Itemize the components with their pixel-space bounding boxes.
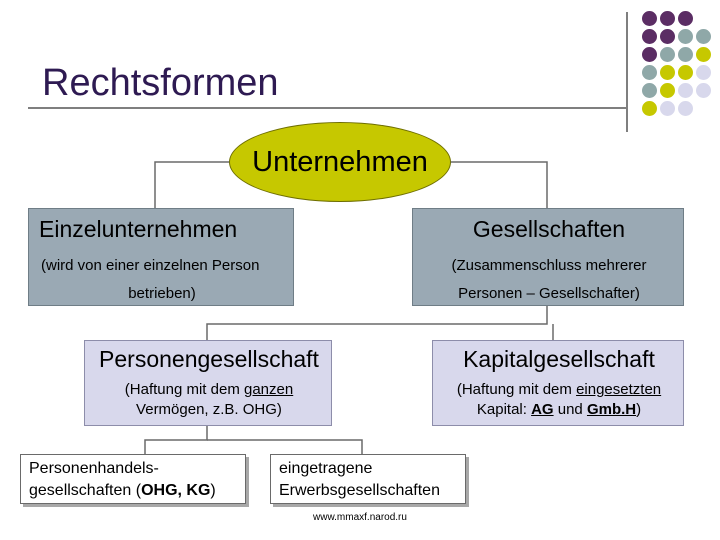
decor-dot [660,101,675,116]
kapital-close: ) [636,401,642,418]
gesell-desc-line2: Personen – Gesellschafter) [458,285,640,302]
handel-line2-suffix: ) [210,482,216,499]
decor-dot [678,47,693,62]
node-personenhandelsgesellschaften: Personenhandels- gesellschaften (OHG, KG… [20,454,246,504]
einzel-desc-line2: betrieben) [128,285,196,302]
decor-dot [660,83,675,98]
node-unternehmen-label: Unternehmen [252,145,428,178]
vertical-divider [626,12,628,132]
decor-dot [678,11,693,26]
einzel-title: Einzelunternehmen [39,216,238,242]
connector-personen-sub [144,426,208,454]
decor-dot [696,65,711,80]
decor-dot [642,83,657,98]
kapital-desc-prefix: (Haftung mit dem [456,381,577,398]
personen-desc-line1: (Haftung mit dem ganzen [85,381,333,398]
decor-dot [660,47,675,62]
gesell-desc-line1: (Zusammenschluss mehrerer [451,257,647,274]
kapital-desc-line2: Kapital: AG und Gmb.H) [433,401,685,418]
handel-line1: Personenhandels- [29,460,159,477]
node-gesellschaften: Gesellschaften (Zusammenschluss mehrerer… [412,208,684,306]
connector-personen-erwerb [207,439,363,454]
einzel-desc-line1: (wird von einer einzelnen Person [41,257,260,274]
decor-dot [642,65,657,80]
handel-line2-bold: OHG, KG [141,482,211,499]
slide-title: Rechtsformen [42,62,279,104]
decor-dot [678,101,693,116]
kapital-desc-underlined: eingesetzten [576,381,662,398]
connector-gesell-sub [206,306,548,340]
kapital-und: und [553,401,587,418]
decor-dot [696,29,711,44]
handel-line2: gesellschaften (OHG, KG) [29,480,245,502]
decor-dot [678,65,693,80]
decor-dot [642,29,657,44]
decor-dot [678,29,693,44]
decor-dot [660,29,675,44]
decor-dot [660,65,675,80]
erwerb-line2: Erwerbsgesellschaften [279,482,440,499]
decor-dot [696,47,711,62]
handel-line2-prefix: gesellschaften ( [29,482,142,499]
node-unternehmen: Unternehmen [229,122,451,202]
connector-root-gesell [451,161,548,208]
node-personengesellschaft: Personengesellschaft (Haftung mit dem ga… [84,340,332,426]
decor-dot [642,47,657,62]
erwerb-line1: eingetragene [279,460,373,477]
node-kapitalgesellschaft: Kapitalgesellschaft (Haftung mit dem ein… [432,340,684,426]
decor-dot [660,11,675,26]
gesell-title: Gesellschaften [472,216,626,242]
decor-dot [642,11,657,26]
personen-desc-underlined: ganzen [244,381,294,398]
node-einzelunternehmen: Einzelunternehmen (wird von einer einzel… [28,208,294,306]
decor-dot [696,83,711,98]
connector-root-einzel [154,161,229,208]
footer-url: www.mmaxf.narod.ru [313,512,407,523]
decor-dot [678,83,693,98]
kapital-ag: AG [531,401,554,418]
kapital-gmbh: Gmb.H [586,401,637,418]
personen-desc-line2: Vermögen, z.B. OHG) [136,401,282,418]
title-divider [28,107,628,109]
kapital-desc-line1: (Haftung mit dem eingesetzten [433,381,685,398]
kapital-desc-prefix2: Kapital: [476,401,532,418]
kapital-title: Kapitalgesellschaft [463,346,655,372]
personen-desc-prefix: (Haftung mit dem [124,381,244,398]
decor-dot [642,101,657,116]
personen-title: Personengesellschaft [99,346,319,372]
node-erwerbsgesellschaften: eingetragene Erwerbsgesellschaften [270,454,466,504]
